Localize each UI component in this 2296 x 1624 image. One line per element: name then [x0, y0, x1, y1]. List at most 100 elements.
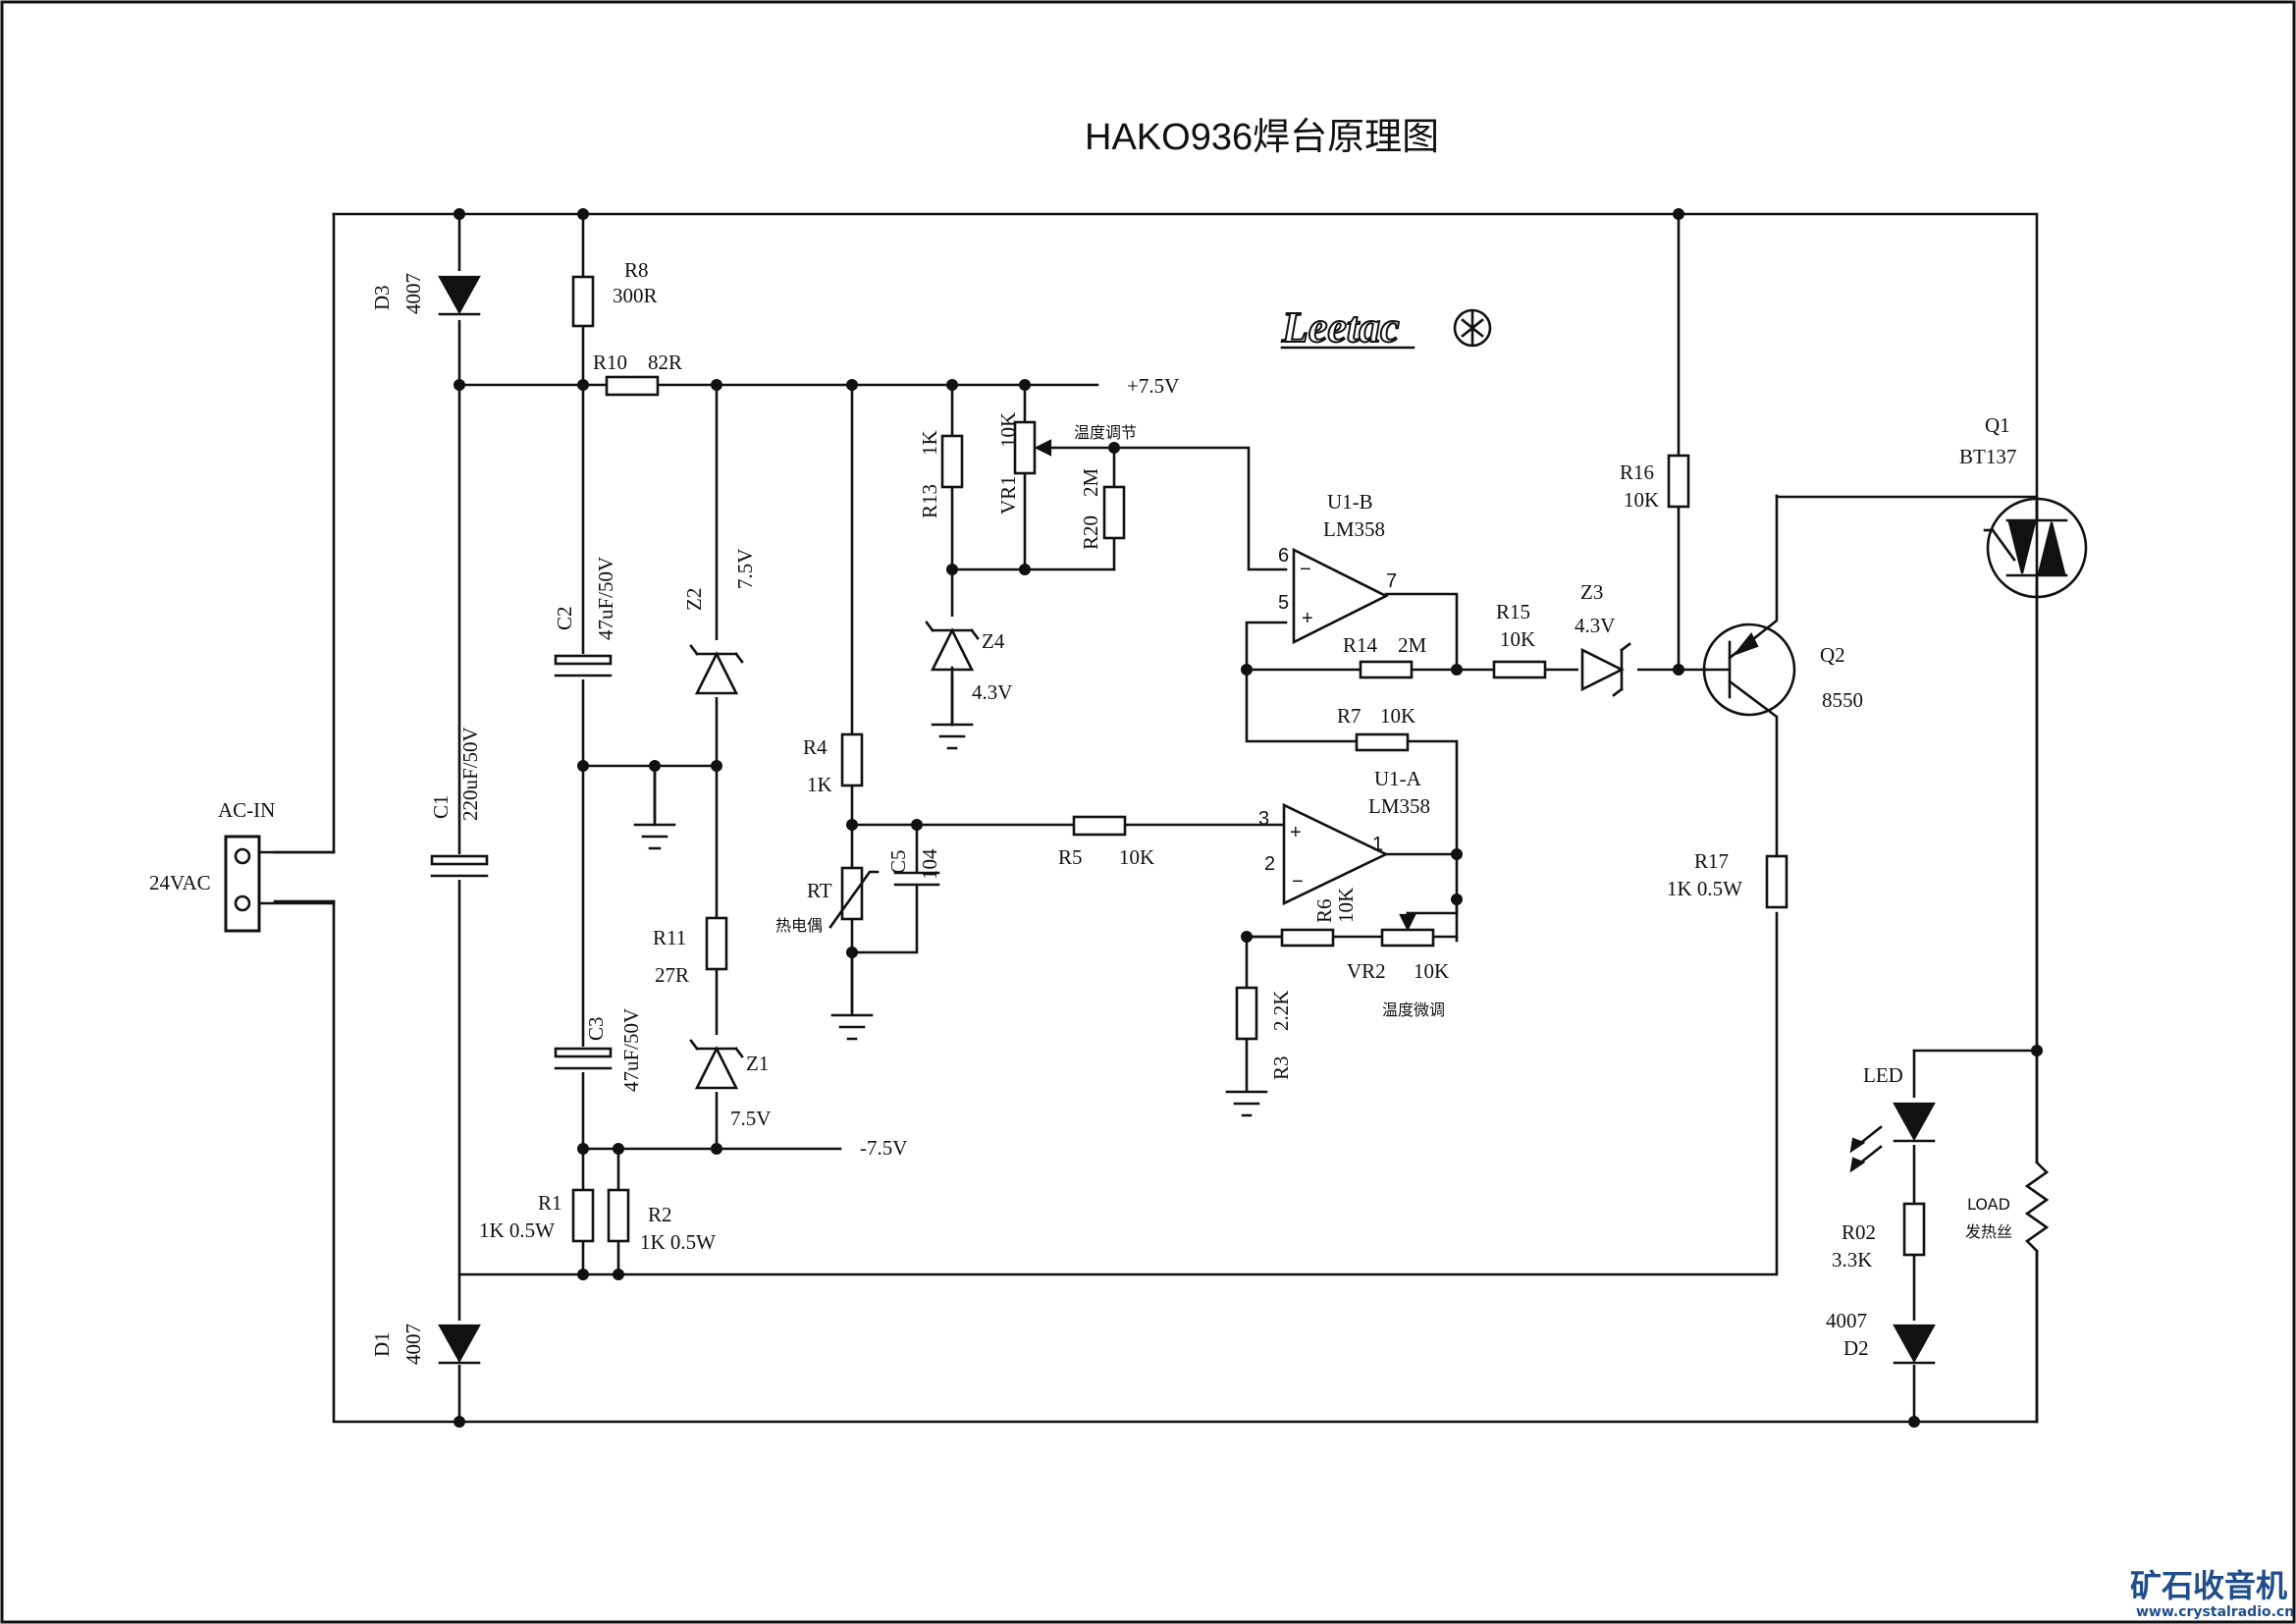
c1-value: 220uF/50V — [458, 727, 482, 821]
potentiometer-vr1 — [1013, 420, 1052, 475]
watermark-name: 矿石收音机 — [2130, 1567, 2287, 1604]
svg-text:Leetac: Leetac — [1281, 303, 1400, 352]
z1-value: 7.5V — [730, 1107, 771, 1130]
svg-text:+: + — [1302, 608, 1313, 629]
resistor-r5 — [1072, 815, 1127, 837]
resistor-r17 — [1765, 854, 1789, 909]
r6-ref: R6 — [1312, 898, 1336, 923]
svg-text:+: + — [1290, 822, 1302, 843]
d3-value: 4007 — [401, 273, 425, 314]
capacitor-c3 — [554, 1047, 613, 1072]
watermark-url: www.crystalradio.cn — [2136, 1604, 2294, 1620]
thermocouple-rt — [828, 866, 880, 929]
resistor-r13 — [940, 434, 964, 489]
r5-value: 10K — [1119, 845, 1154, 869]
r6-value: 10K — [1334, 888, 1358, 923]
c2-value: 47uF/50V — [594, 557, 617, 640]
resistor-r11 — [705, 916, 728, 971]
r3-value: 2.2K — [1269, 991, 1293, 1031]
ac-voltage-label: 24VAC — [149, 871, 211, 894]
zener-z1 — [689, 1035, 744, 1092]
capacitor-c2 — [554, 654, 613, 679]
u1a-pin3: 3 — [1258, 808, 1269, 830]
diagram-title: HAKO936焊台原理图 — [1085, 117, 1439, 158]
r16-value: 10K — [1624, 488, 1659, 512]
r7-value: 10K — [1380, 704, 1415, 728]
z3-value: 4.3V — [1575, 614, 1615, 637]
r1-value: 1K 0.5W — [479, 1218, 555, 1242]
u1b-pin6: 6 — [1278, 545, 1289, 567]
resistor-r02 — [1902, 1202, 1926, 1257]
resistor-r10 — [605, 375, 660, 397]
u1b-value: LM358 — [1323, 517, 1385, 541]
r3-ref: R3 — [1269, 1056, 1293, 1080]
z2-ref: Z2 — [682, 588, 706, 611]
r13-value: 1K — [918, 430, 941, 456]
resistor-r20 — [1102, 485, 1126, 540]
c3-ref: C3 — [584, 1016, 608, 1041]
vr1-note: 温度调节 — [1074, 423, 1137, 442]
q2-ref: Q2 — [1820, 643, 1845, 667]
u1a-ref: U1-A — [1374, 767, 1422, 790]
r1-ref: R1 — [538, 1191, 562, 1215]
zener-z2 — [689, 640, 744, 697]
d2-ref: D2 — [1843, 1336, 1869, 1360]
r10-value: 82R — [648, 351, 682, 374]
d1-ref: D1 — [370, 1331, 394, 1357]
resistor-r15 — [1492, 660, 1547, 679]
r8-value: 300R — [613, 284, 658, 307]
r15-value: 10K — [1500, 627, 1535, 651]
diode-d2 — [1893, 1321, 1936, 1365]
led-indicator — [1849, 1098, 1936, 1173]
r10-ref: R10 — [593, 351, 627, 374]
ac-in-label: AC-IN — [218, 798, 275, 822]
z4-ref: Z4 — [982, 629, 1005, 653]
c1-ref: C1 — [429, 794, 453, 819]
r02-value: 3.3K — [1832, 1248, 1872, 1272]
svg-text:−: − — [1292, 871, 1304, 893]
u1b-pin7: 7 — [1386, 570, 1397, 592]
rt-note: 热电偶 — [775, 916, 823, 935]
c2-ref: C2 — [553, 606, 576, 630]
u1b-ref: U1-B — [1327, 490, 1373, 514]
resistor-r8 — [571, 275, 595, 328]
resistor-r14 — [1359, 660, 1414, 679]
capacitor-c5 — [893, 871, 940, 887]
r20-ref: R20 — [1079, 515, 1102, 550]
diode-d3 — [438, 271, 481, 320]
r8-ref: R8 — [624, 258, 649, 282]
opamp-u1b: − + — [1292, 547, 1389, 645]
r15-ref: R15 — [1496, 600, 1530, 623]
zener-z3 — [1578, 642, 1637, 697]
q1-value: BT137 — [1959, 445, 2016, 468]
led-ref: LED — [1863, 1063, 1903, 1087]
neg-rail-label: -7.5V — [860, 1136, 907, 1160]
leetac-logo: Leetac — [1280, 302, 1492, 352]
triac-q1 — [1983, 497, 2088, 599]
resistor-r4 — [840, 732, 864, 787]
q2-value: 8550 — [1822, 688, 1863, 712]
c5-value: 104 — [918, 848, 941, 880]
capacitor-c1 — [430, 854, 489, 880]
resistor-r6 — [1280, 928, 1335, 947]
r02-ref: R02 — [1842, 1220, 1876, 1244]
d3-ref: D3 — [370, 285, 394, 310]
r2-value: 1K 0.5W — [640, 1230, 716, 1254]
diode-d1 — [438, 1321, 481, 1365]
r4-value: 1K — [807, 773, 832, 796]
r17-ref: R17 — [1694, 849, 1729, 873]
d2-value: 4007 — [1826, 1309, 1867, 1332]
resistor-r7 — [1355, 732, 1410, 752]
r11-ref: R11 — [653, 926, 686, 949]
vr1-value: 10K — [996, 412, 1020, 448]
load-ref: LOAD — [1967, 1195, 2010, 1214]
r2-ref: R2 — [648, 1203, 672, 1226]
z2-value: 7.5V — [733, 549, 757, 589]
d1-value: 4007 — [401, 1324, 425, 1365]
resistor-r16 — [1667, 454, 1690, 509]
r14-value: 2M — [1398, 633, 1427, 657]
vr2-value: 10K — [1414, 959, 1449, 983]
u1a-pin2: 2 — [1264, 853, 1275, 875]
